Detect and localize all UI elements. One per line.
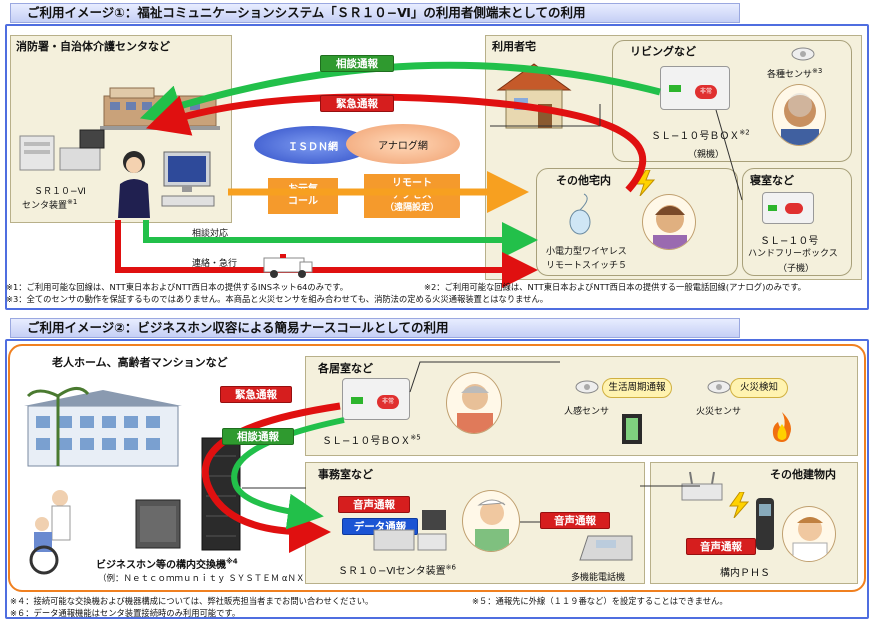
phs-handset-icon bbox=[754, 496, 776, 552]
center-pc-icon bbox=[158, 150, 218, 210]
emergency-button bbox=[785, 203, 803, 214]
note-1: ※1：ご利用可能な回線は、NTT東日本およびNTT西日本の提供するINSネット6… bbox=[6, 282, 349, 292]
consult-report-tag: 相談通報 bbox=[320, 55, 394, 72]
operator-person-icon bbox=[112, 148, 154, 218]
ambulance-icon bbox=[262, 252, 314, 278]
status-lamp-green bbox=[768, 205, 777, 211]
emergency-button: 非常 bbox=[695, 85, 717, 99]
wireless-switch-label-2: リモートスイッチ５ bbox=[546, 261, 628, 271]
center-device-label-2: センタ装置※1 bbox=[22, 198, 78, 211]
facility-title: 老人ホーム、高齢者マンションなど bbox=[52, 356, 228, 369]
sl10-room-label: ＳＬ−１０号ＢＯＸ※5 bbox=[322, 433, 421, 447]
section1-header: ご利用イメージ①：福祉コミュニケーションシステム「ＳＲ１０−Ⅵ」の利用者側端末と… bbox=[10, 3, 740, 23]
motion-sensor-label: 人感センサ bbox=[564, 407, 610, 417]
note-4: ※４：接続可能な交換機および機器構成については、弊社販売担当者までお問い合わせく… bbox=[10, 596, 374, 606]
section2-inner-frame bbox=[8, 344, 866, 592]
elderly-woman-icon bbox=[642, 194, 696, 250]
lightning-icon bbox=[728, 491, 750, 519]
section2-title: ご利用イメージ②：ビジネスホン収容による簡易ナースコールとしての利用 bbox=[27, 320, 449, 335]
emergency-report-tag: 緊急通報 bbox=[320, 95, 394, 112]
center-device-label-1: ＳＲ１０−Ⅵ bbox=[34, 187, 86, 197]
bedroom-title: 寝室など bbox=[750, 174, 794, 187]
nursing-home-building-icon bbox=[18, 376, 188, 476]
sensor-icon bbox=[790, 44, 816, 64]
sl10-box-room-device: 非常 bbox=[342, 378, 410, 420]
caregiver-icon bbox=[782, 506, 836, 562]
note-3: ※3：全てのセンサの動作を保証するものではありません。本商品と火災センサを組み合… bbox=[6, 294, 549, 304]
s2-consult-tag: 相談通報 bbox=[222, 428, 294, 445]
sl10-box-base-device: 非常 bbox=[660, 66, 730, 110]
phs-label: 構内ＰＨＳ bbox=[720, 568, 770, 579]
consult-response-label: 相談対応 bbox=[192, 229, 229, 239]
pbx-example: （例：Ｎｅｔｃｏｍｍｕｎｉｔｙ ＳＹＳＴＥＭ αＮＸ） bbox=[98, 574, 314, 584]
contact-dispatch-label: 連絡・急行 bbox=[192, 259, 238, 269]
note-2: ※2：ご利用可能な回線は、NTT東日本およびNTT西日本の提供する一般電話回線(… bbox=[424, 282, 806, 292]
flame-icon bbox=[768, 410, 796, 444]
access-point-icon bbox=[680, 470, 724, 504]
other-building-title: その他建物内 bbox=[770, 468, 836, 481]
s2-emergency-tag: 緊急通報 bbox=[220, 386, 292, 403]
phone-label: 多機能電話機 bbox=[571, 573, 626, 583]
phs-voice-tag: 音声通報 bbox=[686, 538, 756, 555]
living-title: リビングなど bbox=[630, 45, 696, 58]
knitting-woman-icon bbox=[446, 372, 502, 434]
section1-frame bbox=[5, 24, 869, 310]
section1-arrows bbox=[115, 61, 743, 288]
section2-header: ご利用イメージ②：ビジネスホン収容による簡易ナースコールとしての利用 bbox=[10, 318, 740, 338]
handfree-label-3: （子機） bbox=[778, 264, 815, 274]
wheelchair-person-icon bbox=[24, 488, 82, 576]
sr10-center-device-icon bbox=[16, 128, 106, 174]
status-lamp-green bbox=[351, 397, 363, 404]
office-title: 事務室など bbox=[318, 468, 373, 481]
note-6: ※６：データ通報機能はセンタ装置接続時のみ利用可能です。 bbox=[10, 608, 241, 618]
office-center-device-icon bbox=[372, 508, 448, 554]
fire-detect-bubble: 火災検知 bbox=[730, 378, 788, 398]
section1-title: ご利用イメージ①：福祉コミュニケーションシステム「ＳＲ１０−Ⅵ」の利用者側端末と… bbox=[27, 5, 586, 20]
emergency-button: 非常 bbox=[377, 395, 399, 409]
note-5: ※５：通報先に外線（１１９番など）を設定することはできません。 bbox=[472, 596, 728, 606]
door-icon bbox=[618, 412, 646, 446]
phone-voice-tag: 音声通報 bbox=[540, 512, 610, 529]
motion-sensor-icon bbox=[574, 378, 600, 396]
user-home-title: 利用者宅 bbox=[492, 40, 536, 53]
other-room-title: その他宅内 bbox=[556, 174, 611, 187]
analog-network: アナログ網 bbox=[346, 124, 460, 164]
elderly-man-icon bbox=[772, 84, 826, 146]
sl10-box-sub: （親機） bbox=[688, 150, 725, 160]
section2-frame bbox=[5, 339, 869, 619]
lightning-icon bbox=[634, 169, 656, 197]
life-cycle-bubble: 生活周期通報 bbox=[602, 378, 672, 398]
pbx-label: ビジネスホン等の構内交換機※4 bbox=[96, 557, 238, 571]
rooms-title: 各居室など bbox=[318, 362, 373, 375]
office-center-label: ＳＲ１０−Ⅵセンタ装置※6 bbox=[338, 563, 456, 577]
sensor-label: 各種センサ※3 bbox=[767, 67, 823, 80]
status-lamp-green bbox=[669, 85, 681, 92]
fire-sensor-label: 火災センサ bbox=[696, 407, 742, 417]
pbx-unit-icon bbox=[132, 498, 184, 550]
office-voice-tag: 音声通報 bbox=[338, 496, 410, 513]
section2-arrows bbox=[201, 361, 700, 553]
center-box-title: 消防署・自治体介護センタなど bbox=[16, 40, 170, 53]
handfree-box-device bbox=[762, 192, 814, 224]
nurse-staff-icon bbox=[462, 490, 520, 552]
sl10-box-label: ＳＬ−１０号ＢＯＸ※2 bbox=[651, 128, 750, 142]
handfree-label-1: ＳＬ−１０号 bbox=[760, 236, 819, 247]
multi-function-phone-icon bbox=[576, 530, 636, 566]
wireless-switch-label-1: 小電力型ワイヤレス bbox=[546, 247, 627, 257]
wireless-switch-icon bbox=[566, 192, 596, 236]
handfree-label-2: ハンドフリーボックス bbox=[748, 249, 838, 259]
